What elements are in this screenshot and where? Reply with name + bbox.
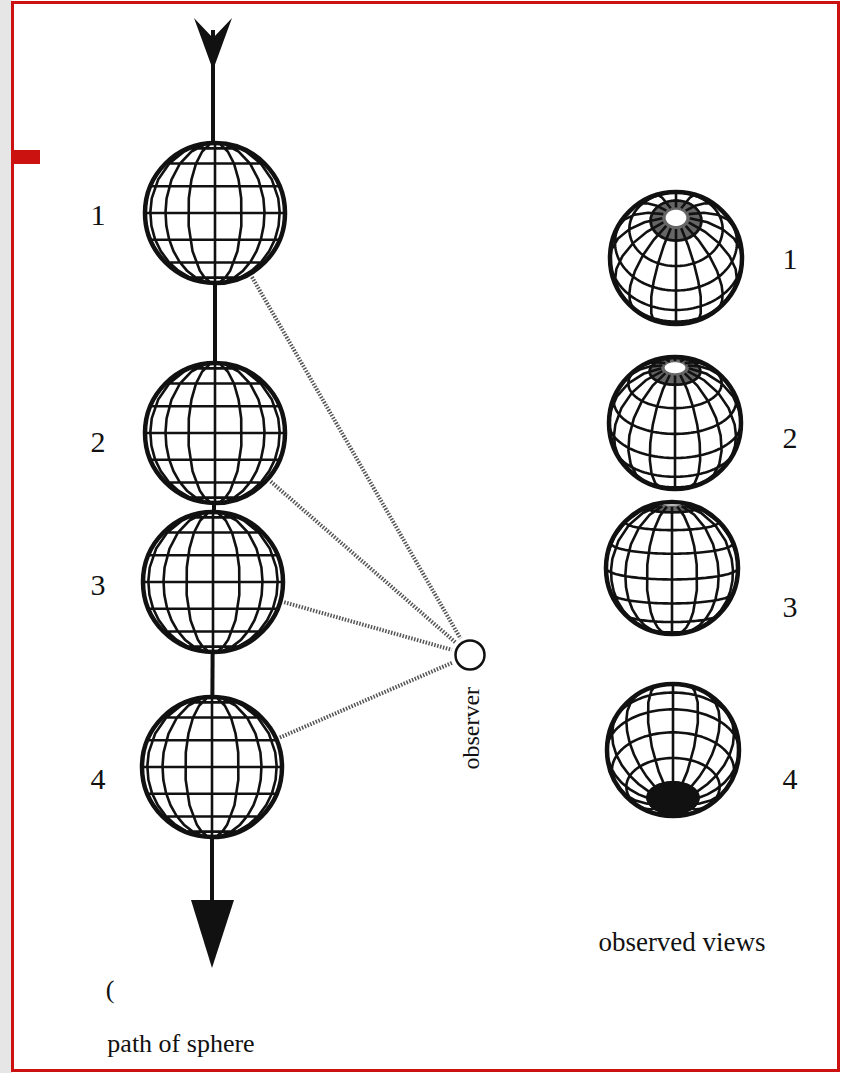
globe-fill [145,143,285,283]
globe-shape [140,695,284,839]
globe-outline [145,363,285,503]
sphere: 3 [604,500,740,636]
globe-outline [610,192,742,324]
globe-fill [142,697,282,837]
globe-fill [143,512,283,652]
observer-outline [456,641,485,670]
callout-number: 4 [91,762,106,795]
sight-line [271,482,456,643]
frame [13,3,839,1071]
observer-circle: observer [454,639,486,671]
caption-text: observed views [598,928,765,958]
callout-number: 1 [783,242,798,275]
callout-number: 2 [783,421,798,454]
globe-fill [609,357,741,489]
callout-number: 2 [91,425,106,458]
observer-shape [454,639,486,671]
sphere: 1 [608,190,744,326]
stray-mark: ( [106,976,115,1005]
observer-label: observer [458,687,484,770]
sight-line [284,602,452,650]
path-arrowhead [191,900,234,968]
globe-grid [606,503,738,634]
globe-outline [143,512,283,652]
globe-shape [143,361,287,505]
globe-grid [607,684,739,816]
globe-shape [605,682,741,818]
globe-grid [609,357,741,489]
callout-number: 1 [91,198,106,231]
pole-hole [666,210,687,226]
sight-line [280,663,453,738]
red-tab [12,150,40,164]
axis-label: path of sphere [107,1030,254,1059]
sphere: 2 [143,361,287,505]
path-line [212,505,216,510]
callout-number: 3 [91,568,106,601]
globe-fill [145,363,285,503]
globe-outline [145,143,285,283]
globe-shape [607,355,743,491]
globe-fill [610,192,742,324]
sphere: 4 [140,695,284,839]
side-band [0,0,12,1073]
globe-outline [607,684,739,816]
globe-shape [604,500,740,636]
globe-fill [607,684,739,816]
sphere: 4 [605,682,741,818]
path-line [210,839,214,902]
globe-shape [141,510,285,654]
globe-grid [610,192,742,324]
path-line [210,654,214,695]
sphere: 1 [143,141,287,285]
callout-number: 3 [783,590,798,623]
path-line [213,285,217,361]
globe-shape [608,190,744,326]
sphere: 2 [607,355,743,491]
sphere: 3 [141,510,285,654]
globe-shape [143,141,287,285]
path-arrowhead [194,18,232,70]
globe-outline [609,357,741,489]
callout-number: 4 [783,762,798,795]
pole-hole [665,362,686,373]
globe-outline [606,502,738,634]
globe-outline [142,697,282,837]
globe-fill [606,502,738,634]
